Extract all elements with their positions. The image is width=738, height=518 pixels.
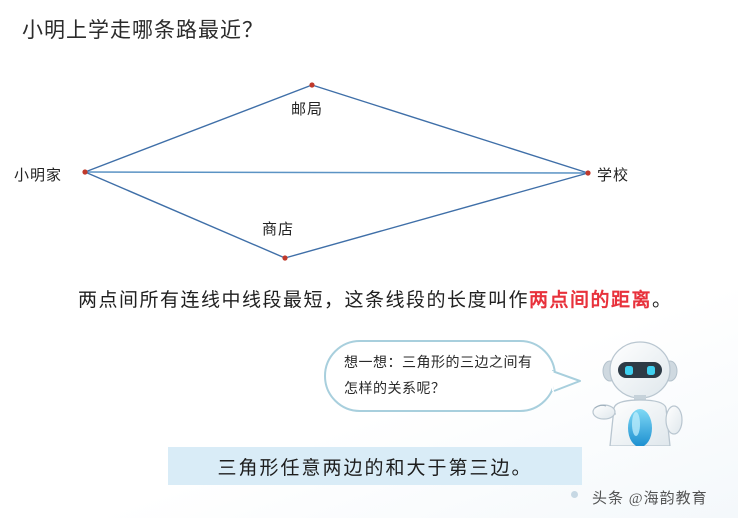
- edge-post-school: [311, 84, 589, 174]
- robot-eye-right: [647, 366, 655, 375]
- robot-chest-panel: [628, 409, 652, 446]
- thought-bubble-tail: [552, 370, 581, 392]
- watermark-dot: [571, 491, 578, 498]
- robot-chest-highlight: [632, 412, 640, 436]
- conclusion-banner: 三角形任意两边的和大于第三边。: [168, 447, 582, 485]
- vertex-dot-store: [282, 255, 288, 261]
- vertex-label-post: 邮局: [291, 102, 324, 118]
- vertex-label-home: 小明家: [14, 168, 63, 184]
- robot-mascot: [592, 341, 683, 446]
- vertex-dot-post: [309, 82, 315, 88]
- edge-home-post: [84, 84, 313, 173]
- edge-home-store: [84, 171, 286, 259]
- watermark-text: 头条 @海韵教育: [592, 491, 708, 507]
- thought-bubble: 想一想：三角形的三边之间有怎样的关系呢？: [324, 340, 556, 412]
- definition-period: 。: [652, 290, 673, 311]
- route-diagram: 小明家 邮局 学校 商店: [0, 60, 738, 285]
- vertex-label-school: 学校: [597, 168, 630, 184]
- robot-eye-left: [625, 366, 633, 375]
- page-title: 小明上学走哪条路最近？: [22, 18, 264, 42]
- edge-home-school: [84, 171, 589, 174]
- thought-bubble-text: 想一想：三角形的三边之间有怎样的关系呢？: [344, 356, 533, 397]
- robot-neck: [634, 395, 646, 403]
- conclusion-text: 三角形任意两边的和大于第三边。: [217, 457, 533, 479]
- definition-black-text: 两点间所有连线中线段最短，这条线段的长度叫作: [78, 290, 530, 311]
- vertex-label-store: 商店: [262, 222, 295, 238]
- vertex-dot-school: [585, 170, 591, 176]
- definition-paragraph: 两点间所有连线中线段最短，这条线段的长度叫作两点间的距离。: [22, 286, 722, 316]
- robot-visor: [618, 362, 662, 378]
- definition-red-text: 两点间的距离: [529, 290, 653, 311]
- vertex-dot-home: [82, 169, 88, 175]
- edge-store-school: [284, 172, 589, 259]
- diagram-svg: [82, 82, 591, 261]
- robot-arm-right: [665, 405, 683, 435]
- robot-finger: [594, 404, 607, 409]
